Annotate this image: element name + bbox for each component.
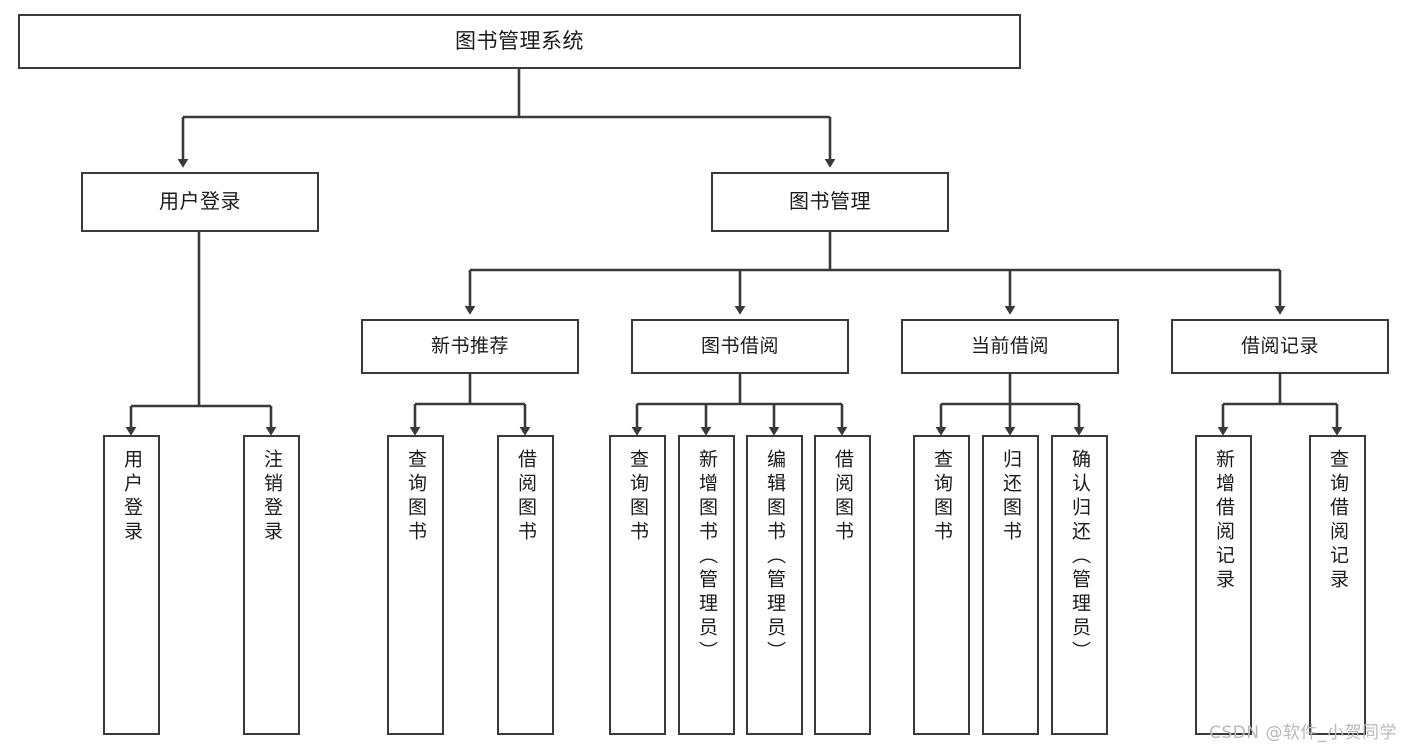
leaf-book-borrow-edit[interactable]: 编辑图书（管理员） <box>746 435 803 735</box>
node-root-label: 图书管理系统 <box>455 29 584 54</box>
leaf-borrow-record-query-label: 查询借阅记录 <box>1327 449 1349 593</box>
node-book-manage[interactable]: 图书管理 <box>711 172 949 232</box>
node-new-book-recommend-label: 新书推荐 <box>430 335 509 358</box>
leaf-book-borrow-query-label: 查询图书 <box>627 449 649 545</box>
node-user-login[interactable]: 用户登录 <box>81 172 319 232</box>
leaf-user-login-login[interactable]: 用户登录 <box>103 435 160 735</box>
node-user-login-label: 用户登录 <box>159 189 241 214</box>
node-book-borrow[interactable]: 图书借阅 <box>631 319 849 374</box>
node-new-book-recommend[interactable]: 新书推荐 <box>361 319 579 374</box>
leaf-new-book-query-label: 查询图书 <box>405 449 427 545</box>
node-book-manage-label: 图书管理 <box>789 189 871 214</box>
leaf-book-borrow-add-label: 新增图书（管理员） <box>696 449 718 665</box>
leaf-current-borrow-query-label: 查询图书 <box>931 449 953 545</box>
leaf-new-book-borrow-label: 借阅图书 <box>515 449 537 545</box>
node-current-borrow[interactable]: 当前借阅 <box>901 319 1119 374</box>
csdn-watermark: CSDN @软件_小贺同学 <box>1209 723 1397 743</box>
leaf-current-borrow-query[interactable]: 查询图书 <box>913 435 970 735</box>
leaf-borrow-record-query[interactable]: 查询借阅记录 <box>1309 435 1366 735</box>
node-current-borrow-label: 当前借阅 <box>970 335 1049 358</box>
node-borrow-record[interactable]: 借阅记录 <box>1171 319 1389 374</box>
leaf-borrow-record-add[interactable]: 新增借阅记录 <box>1195 435 1252 735</box>
leaf-book-borrow-add[interactable]: 新增图书（管理员） <box>678 435 735 735</box>
leaf-current-borrow-confirm-label: 确认归还（管理员） <box>1069 449 1091 665</box>
leaf-book-borrow-edit-label: 编辑图书（管理员） <box>764 449 786 665</box>
leaf-book-borrow-query[interactable]: 查询图书 <box>609 435 666 735</box>
leaf-user-login-logout[interactable]: 注销登录 <box>243 435 300 735</box>
leaf-user-login-login-label: 用户登录 <box>121 449 143 545</box>
node-borrow-record-label: 借阅记录 <box>1240 335 1319 358</box>
leaf-current-borrow-confirm[interactable]: 确认归还（管理员） <box>1051 435 1108 735</box>
leaf-user-login-logout-label: 注销登录 <box>261 449 283 545</box>
leaf-current-borrow-return[interactable]: 归还图书 <box>982 435 1039 735</box>
node-book-borrow-label: 图书借阅 <box>700 335 779 358</box>
node-root[interactable]: 图书管理系统 <box>18 14 1021 69</box>
leaf-book-borrow-borrow[interactable]: 借阅图书 <box>814 435 871 735</box>
leaf-borrow-record-add-label: 新增借阅记录 <box>1213 449 1235 593</box>
leaf-book-borrow-borrow-label: 借阅图书 <box>832 449 854 545</box>
leaf-current-borrow-return-label: 归还图书 <box>1000 449 1022 545</box>
leaf-new-book-query[interactable]: 查询图书 <box>387 435 444 735</box>
leaf-new-book-borrow[interactable]: 借阅图书 <box>497 435 554 735</box>
